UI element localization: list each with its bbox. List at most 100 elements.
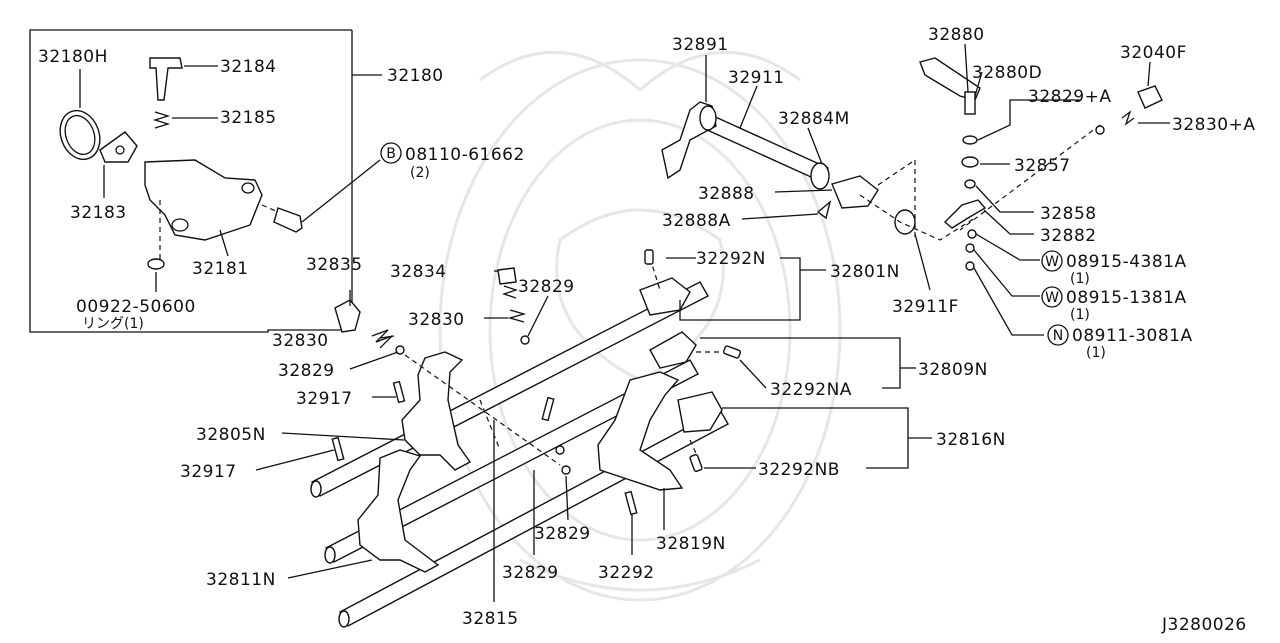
label-32829-c: 32829 xyxy=(534,524,591,544)
spring-32830-b xyxy=(371,329,393,349)
label-32858: 32858 xyxy=(1040,204,1097,224)
washer-08915-b xyxy=(965,243,975,253)
label-32891: 32891 xyxy=(672,35,729,55)
label-32816n: 32816N xyxy=(936,430,1006,450)
fork-head-32816n xyxy=(677,391,723,433)
washer-08915-a xyxy=(967,229,977,239)
label-32888: 32888 xyxy=(698,184,755,204)
label-08915-4381a: 08915-4381A xyxy=(1066,252,1187,272)
pin-32888a xyxy=(816,200,832,220)
select-lever-group xyxy=(919,57,1163,271)
part-labels: 32180H 32184 32180 32185 32183 32181 009… xyxy=(38,25,1255,635)
label-08110-qty: (2) xyxy=(410,165,430,181)
ball-32829-a xyxy=(520,335,530,345)
label-32830-a: 32830 xyxy=(408,310,465,330)
washer-symbol-circle-a xyxy=(1041,250,1063,272)
pin-32292 xyxy=(624,490,638,516)
pin-32292n xyxy=(644,249,654,265)
shift-fork-32819n xyxy=(597,371,684,491)
nut-08911 xyxy=(965,261,975,271)
label-32911: 32911 xyxy=(728,68,785,88)
ball-32829-plus-a xyxy=(1095,125,1105,135)
label-ring-qty: リング(1) xyxy=(82,316,144,332)
label-32829-b: 32829 xyxy=(278,361,335,381)
spring-32834 xyxy=(501,285,519,299)
label-32830-plus-a: 32830+A xyxy=(1172,115,1255,135)
label-08911-3081a-qty: (1) xyxy=(1086,345,1106,361)
ball-32829-c xyxy=(561,465,571,475)
nut-symbol-circle xyxy=(1047,324,1069,346)
leader-lines xyxy=(255,43,1170,602)
label-32882: 32882 xyxy=(1040,226,1097,246)
label-32834: 32834 xyxy=(390,262,447,282)
pin-32917-b xyxy=(331,436,345,462)
bolt-08110-group xyxy=(261,142,402,233)
label-32292na: 32292NA xyxy=(770,380,852,400)
o-ring-32180h xyxy=(59,109,101,161)
snap-ring-00922 xyxy=(147,258,165,270)
symbol-w-b: W xyxy=(1045,290,1059,306)
label-08915-4381a-qty: (1) xyxy=(1070,271,1090,287)
diagram-code: J3280026 xyxy=(1161,615,1247,635)
label-32292nb: 32292NB xyxy=(758,460,840,480)
label-32805n: 32805N xyxy=(196,425,266,445)
washer-symbol-circle-b xyxy=(1041,286,1063,308)
plug-32834 xyxy=(497,267,517,285)
arm-32888 xyxy=(831,175,879,209)
label-32888a: 32888A xyxy=(662,211,731,231)
label-32801n: 32801N xyxy=(830,262,900,282)
washer-32829a xyxy=(962,135,978,145)
label-08915-1381a: 08915-1381A xyxy=(1066,288,1187,308)
label-08110-61662: 08110-61662 xyxy=(405,145,525,165)
spring-32185 xyxy=(152,111,171,129)
pin-32815 xyxy=(541,396,555,422)
spring-32830-plus-a xyxy=(1121,110,1135,126)
shift-lever-housing-group xyxy=(29,29,382,333)
label-32884m: 32884M xyxy=(778,109,850,129)
ball-32829-d xyxy=(555,445,565,455)
shaft-32184 xyxy=(149,57,183,101)
label-32811n: 32811N xyxy=(206,570,276,590)
label-08911-3081a: 08911-3081A xyxy=(1072,326,1193,346)
plug-32040f xyxy=(1137,85,1163,109)
fork-head-32801n xyxy=(639,277,691,316)
label-32809n: 32809N xyxy=(918,360,988,380)
nut-32858 xyxy=(964,179,976,189)
label-32180: 32180 xyxy=(387,66,444,86)
label-32040f: 32040F xyxy=(1120,43,1187,63)
symbol-b: B xyxy=(386,146,396,162)
pin-32880d xyxy=(964,91,976,115)
bolt-08110 xyxy=(273,207,303,233)
label-32829-plus-a: 32829+A xyxy=(1028,87,1111,107)
label-08915-1381a-qty: (1) xyxy=(1070,307,1090,323)
label-32857: 32857 xyxy=(1014,156,1071,176)
label-32835: 32835 xyxy=(306,255,363,275)
label-32185: 32185 xyxy=(220,108,277,128)
bolt-symbol-circle xyxy=(380,142,402,164)
label-32880: 32880 xyxy=(928,25,985,45)
plug-32911f xyxy=(894,209,916,235)
label-32917-b: 32917 xyxy=(180,462,237,482)
symbol-w-a: W xyxy=(1045,254,1059,270)
washer-32857 xyxy=(961,156,979,168)
label-32830-b: 32830 xyxy=(272,331,329,351)
label-32184: 32184 xyxy=(220,57,277,77)
label-32180h: 32180H xyxy=(38,47,108,67)
symbol-n: N xyxy=(1053,328,1063,344)
bushing-32884m xyxy=(810,162,830,190)
label-32911f: 32911F xyxy=(892,297,959,317)
label-00922-50600: 00922-50600 xyxy=(76,297,196,317)
label-32829-a: 32829 xyxy=(518,277,575,297)
plug-32835 xyxy=(334,299,361,333)
label-32183: 32183 xyxy=(70,203,127,223)
label-32917-a: 32917 xyxy=(296,389,353,409)
shift-shaft-group xyxy=(661,101,976,291)
label-32829-d: 32829 xyxy=(502,563,559,583)
shift-fork-32805n xyxy=(401,351,472,471)
label-32292n: 32292N xyxy=(696,249,766,269)
fork-head-32809n xyxy=(649,331,697,369)
label-32819n: 32819N xyxy=(656,534,726,554)
lever-32882 xyxy=(943,199,987,229)
shift-fork-32811n xyxy=(357,449,440,573)
